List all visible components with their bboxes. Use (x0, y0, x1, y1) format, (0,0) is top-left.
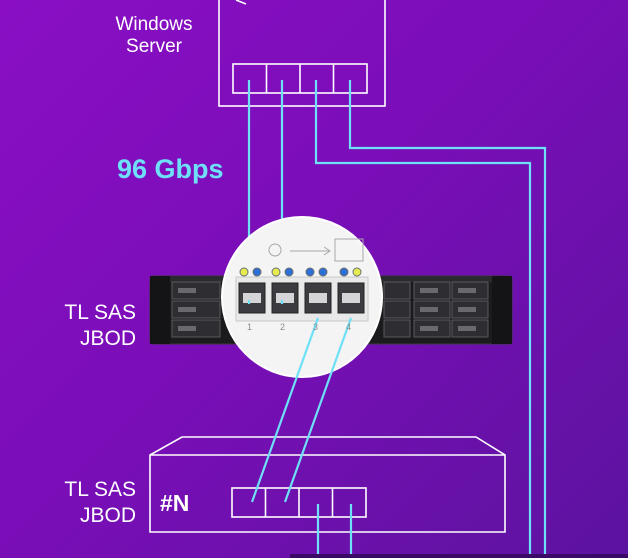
windows-server-label-line2: Server (126, 36, 182, 57)
jbod-primary-label: TL SAS JBOD (40, 300, 136, 352)
daisy-chain-cables (250, 317, 353, 558)
jbod-secondary-label-line1: TL SAS (64, 478, 136, 501)
jbod-primary-label-line1: TL SAS (64, 301, 136, 324)
port-number-3: 3 (313, 322, 319, 332)
cable-chain-1 (250, 317, 320, 503)
windows-server-box (218, 0, 386, 107)
cable-chain-2 (283, 317, 353, 503)
cable-4 (348, 80, 547, 558)
port-number-1: 1 (247, 322, 253, 332)
jbod-primary-label-line2: JBOD (79, 327, 136, 350)
jbod-secondary-label: TL SAS JBOD (40, 477, 136, 529)
port-zoom-circle (221, 216, 383, 378)
cable-3 (314, 80, 532, 558)
port-number-4: 4 (346, 322, 352, 332)
jbod-secondary-port-group (231, 487, 367, 518)
windows-server-label: Windows Server (100, 14, 208, 58)
link-speed-label: 96 Gbps (117, 154, 224, 184)
jbod-secondary-box (149, 436, 506, 533)
windows-server-label-line1: Windows (115, 14, 193, 35)
jbod-secondary-label-line2: JBOD (79, 504, 136, 527)
jbod-count-badge: #N (160, 490, 190, 516)
server-top-connector (235, 0, 247, 5)
port-number-2: 2 (280, 322, 286, 332)
